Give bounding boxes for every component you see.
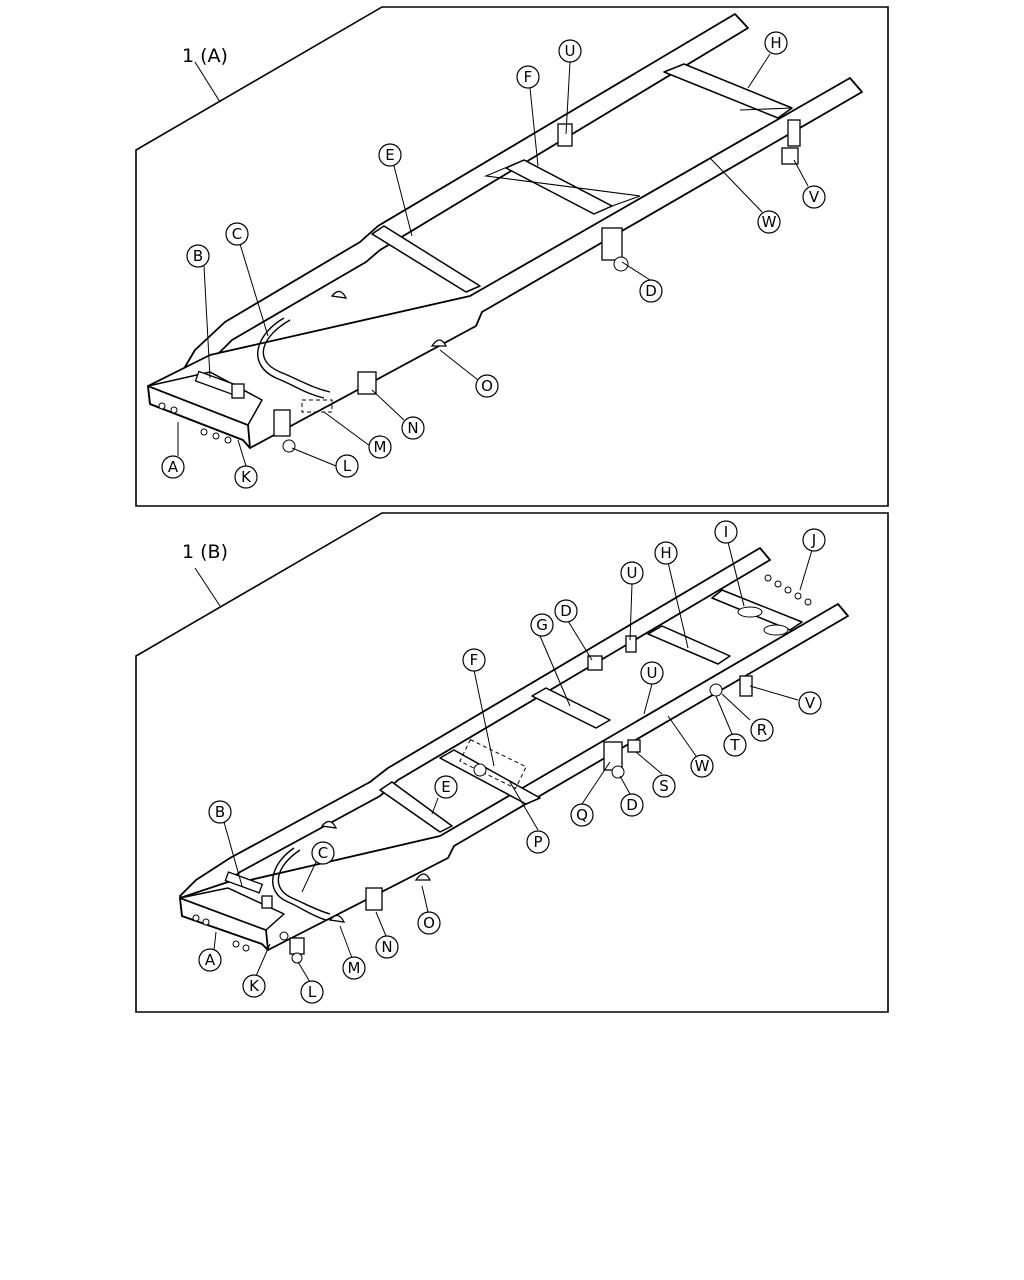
svg-text:O: O: [481, 377, 493, 395]
svg-text:D: D: [645, 282, 657, 300]
callout-b-l: L: [300, 980, 324, 1004]
svg-text:Q: Q: [576, 806, 588, 824]
callout-b-n: N: [375, 935, 399, 959]
svg-text:V: V: [805, 694, 816, 712]
svg-text:N: N: [381, 938, 392, 956]
svg-text:U: U: [565, 42, 576, 60]
callout-b-v: V: [798, 691, 822, 715]
callout-b-e: E: [434, 775, 458, 799]
figure-b-title: 1 (B): [182, 541, 228, 563]
svg-text:L: L: [343, 457, 352, 475]
svg-text:I: I: [724, 523, 728, 541]
svg-text:H: H: [770, 34, 781, 52]
callout-b-a: A: [198, 948, 222, 972]
callout-a-a: A: [161, 455, 185, 479]
figure-a-mount-n: [357, 371, 377, 395]
figure-b-leaders: [213, 541, 813, 983]
callout-a-w: W: [757, 210, 781, 234]
figure-a-ladder-frame: [147, 13, 863, 453]
callout-b-o: O: [417, 911, 441, 935]
callout-b-m: M: [342, 956, 366, 980]
figure-b-mount-n: [365, 887, 383, 911]
callout-a-b: B: [186, 244, 210, 268]
callout-a-f: F: [516, 65, 540, 89]
callout-b-u-upper: U: [620, 561, 644, 585]
svg-text:O: O: [423, 914, 435, 932]
callout-b-u-lower: U: [640, 661, 664, 685]
callout-b-q: Q: [570, 803, 594, 827]
svg-text:U: U: [627, 564, 638, 582]
svg-text:H: H: [660, 544, 671, 562]
svg-text:W: W: [695, 757, 710, 775]
svg-text:E: E: [385, 146, 394, 164]
svg-text:S: S: [659, 777, 669, 795]
svg-text:D: D: [560, 602, 572, 620]
callout-b-b: B: [208, 800, 232, 824]
svg-text:C: C: [318, 844, 328, 862]
callout-a-u: U: [558, 39, 582, 63]
callout-a-k: K: [234, 465, 258, 489]
figure-a-frame: [135, 6, 889, 507]
callout-b-d-upper: D: [554, 599, 578, 623]
callout-a-n: N: [401, 416, 425, 440]
callout-b-j: J: [802, 528, 826, 552]
callout-b-r: R: [750, 718, 774, 742]
svg-text:N: N: [407, 419, 418, 437]
svg-text:V: V: [809, 188, 820, 206]
callout-b-p: P: [526, 830, 550, 854]
svg-text:T: T: [729, 736, 740, 754]
callout-b-i: I: [714, 520, 738, 544]
svg-text:K: K: [241, 468, 252, 486]
svg-text:B: B: [215, 803, 225, 821]
callout-b-s: S: [652, 774, 676, 798]
callout-b-w: W: [690, 754, 714, 778]
callout-b-g: G: [530, 613, 554, 637]
svg-text:A: A: [168, 458, 179, 476]
callout-b-t: T: [723, 733, 747, 757]
figure-a-title: 1 (A): [182, 45, 228, 67]
callout-a-o: O: [475, 374, 499, 398]
callout-a-m: M: [368, 435, 392, 459]
svg-text:A: A: [205, 951, 216, 969]
callout-b-d-lower: D: [620, 793, 644, 817]
svg-text:F: F: [524, 68, 533, 86]
svg-text:E: E: [441, 778, 450, 796]
callout-a-d: D: [639, 279, 663, 303]
svg-text:F: F: [470, 651, 479, 669]
svg-text:G: G: [536, 616, 548, 634]
figure-a: 1 (A): [135, 6, 889, 507]
callout-b-f: F: [462, 648, 486, 672]
figure-b: 1 (B): [135, 512, 889, 1013]
callout-a-v: V: [802, 185, 826, 209]
callout-a-l: L: [335, 454, 359, 478]
svg-text:P: P: [533, 833, 542, 851]
figure-a-mount-l: [273, 409, 291, 437]
svg-text:M: M: [348, 959, 361, 977]
svg-text:J: J: [811, 531, 816, 549]
svg-text:W: W: [762, 213, 777, 231]
figure-b-ladder-frame: [179, 547, 849, 964]
svg-text:D: D: [626, 796, 638, 814]
figure-b-frame: [135, 512, 889, 1013]
callout-b-c: C: [311, 841, 335, 865]
callout-b-k: K: [242, 974, 266, 998]
svg-text:R: R: [757, 721, 767, 739]
svg-text:K: K: [249, 977, 260, 995]
svg-text:M: M: [374, 438, 387, 456]
svg-text:U: U: [647, 664, 658, 682]
callout-a-e: E: [378, 143, 402, 167]
callout-a-h: H: [764, 31, 788, 55]
callout-a-c: C: [225, 222, 249, 246]
svg-text:C: C: [232, 225, 242, 243]
svg-text:L: L: [308, 983, 317, 1001]
callout-b-h: H: [654, 541, 678, 565]
svg-text:B: B: [193, 247, 203, 265]
figure-a-leaders: [177, 53, 809, 467]
